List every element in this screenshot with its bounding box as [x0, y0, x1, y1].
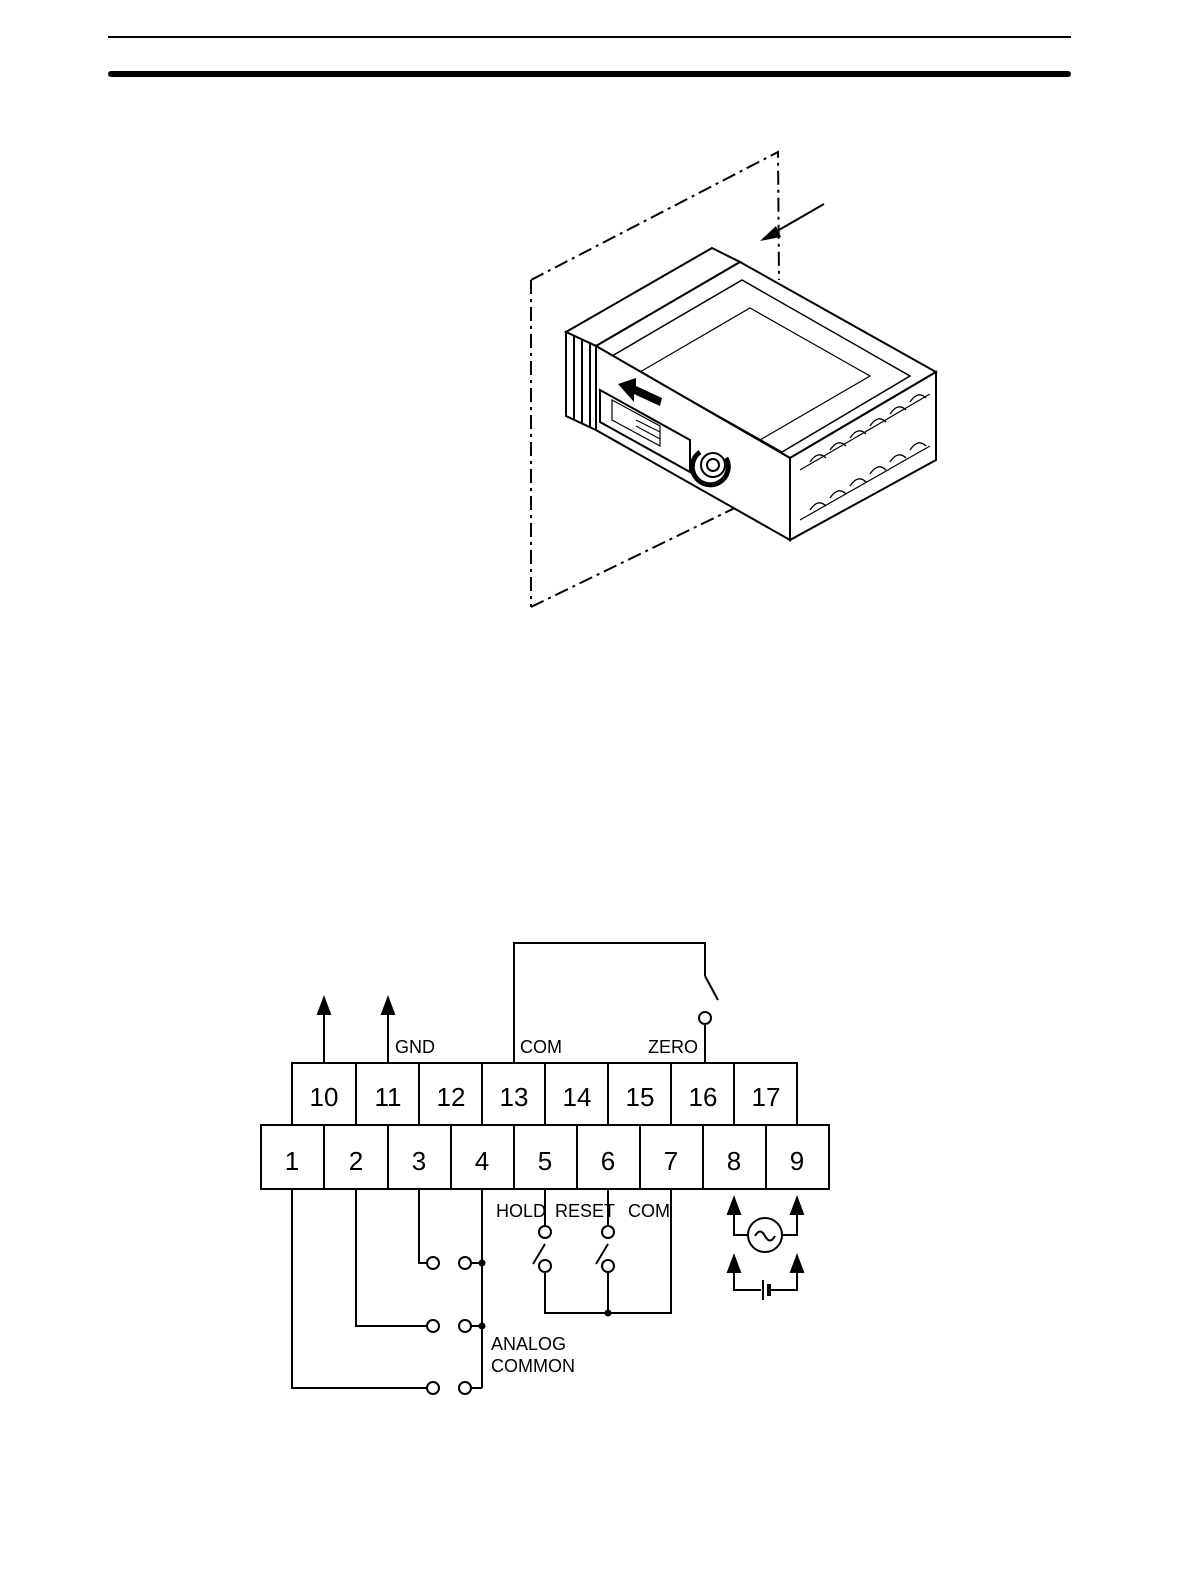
- terminal-16: 16: [689, 1082, 718, 1112]
- analog-common-label-2: COMMON: [491, 1356, 575, 1376]
- terminal-7: 7: [664, 1146, 678, 1176]
- terminal-15: 15: [626, 1082, 655, 1112]
- com-bottom-label: COM: [628, 1201, 670, 1221]
- terminal-1: 1: [285, 1146, 299, 1176]
- output-arrows: [318, 998, 394, 1063]
- terminal-4: 4: [475, 1146, 489, 1176]
- gnd-label: GND: [395, 1037, 435, 1057]
- hold-label: HOLD: [496, 1201, 546, 1221]
- junction-dot: [479, 1323, 486, 1330]
- terminal-row-upper: 10 11 12 13 14 15 16 17: [292, 1063, 797, 1125]
- junction-dot: [479, 1260, 486, 1267]
- terminal-10: 10: [310, 1082, 339, 1112]
- terminal-14: 14: [563, 1082, 592, 1112]
- terminal-row-lower: 1 2 3 4 5 6 7 8 9: [261, 1125, 829, 1189]
- terminal-3: 3: [412, 1146, 426, 1176]
- power-supply-ac: [728, 1198, 803, 1252]
- terminal-2: 2: [349, 1146, 363, 1176]
- terminal-5: 5: [538, 1146, 552, 1176]
- analog-common-label-1: ANALOG: [491, 1334, 566, 1354]
- power-supply-dc: [728, 1256, 803, 1300]
- terminal-17: 17: [752, 1082, 781, 1112]
- terminal-11: 11: [375, 1082, 402, 1112]
- com-top-label: COM: [520, 1037, 562, 1057]
- analog-input-wiring: [292, 1189, 482, 1394]
- reset-label: RESET: [555, 1201, 615, 1221]
- terminal-12: 12: [437, 1082, 466, 1112]
- terminal-13: 13: [500, 1082, 529, 1112]
- terminal-9: 9: [790, 1146, 804, 1176]
- junction-dot: [605, 1310, 612, 1317]
- terminal-6: 6: [601, 1146, 615, 1176]
- zero-label: ZERO: [648, 1037, 698, 1057]
- terminal-8: 8: [727, 1146, 741, 1176]
